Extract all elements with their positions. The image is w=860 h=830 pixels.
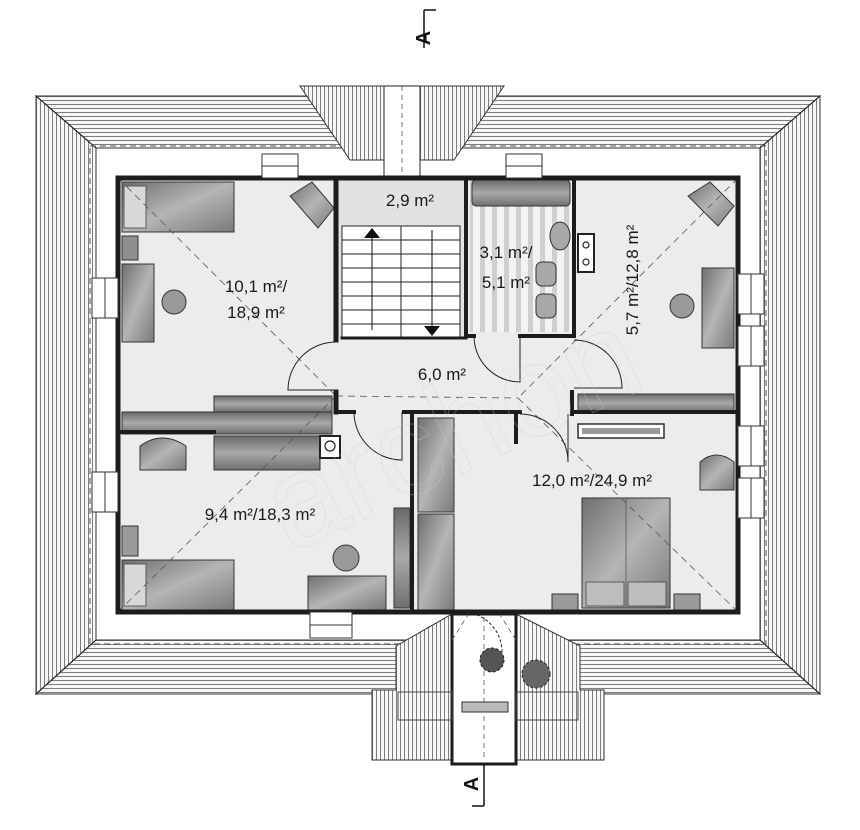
bathroom [470, 178, 595, 332]
stairs-up-arrow-icon [364, 228, 380, 238]
bathtub [471, 179, 571, 207]
chair-sw [332, 544, 360, 572]
room-area-stair-landing: 2,9 m² [386, 191, 435, 210]
walls [115, 175, 741, 615]
section-label-top: A [413, 31, 435, 45]
doors [287, 335, 623, 653]
door-bath [473, 335, 521, 383]
door-nw [287, 341, 337, 391]
roof-slope-left [35, 94, 97, 696]
armchair-sw [139, 437, 187, 471]
section-marker-top: A [413, 9, 436, 48]
desk-ne [701, 267, 735, 349]
windows [91, 153, 765, 639]
room-area-bedroom-se: 12,0 m²/24,9 m² [532, 471, 652, 490]
section-label-bottom: A [461, 777, 483, 791]
toilet [535, 261, 557, 287]
staircase [341, 225, 461, 339]
room-area-ne: 5,7 m²/12,8 m² [623, 224, 642, 335]
stove [319, 435, 341, 459]
door-ne [573, 339, 623, 389]
desk-sw [307, 575, 387, 611]
plant-icon [479, 647, 505, 673]
armchair-se [699, 454, 735, 491]
chair-nw [161, 289, 187, 315]
washbasin [549, 221, 571, 251]
section-marker-bottom: A [461, 764, 485, 807]
chair-ne [669, 293, 695, 319]
room-area-bedroom-sw: 9,4 m²/18,3 m² [205, 505, 316, 524]
plant-icon [521, 659, 551, 689]
bidet [535, 293, 557, 319]
entrance-door [461, 611, 503, 653]
room-area-bedroom-nw-total: 18,9 m² [227, 303, 285, 322]
stairs-down-arrow-icon [424, 326, 440, 336]
desk-nw [121, 263, 155, 343]
room-area-bathroom: 3,1 m²/ [480, 243, 533, 262]
hall-cabinet [417, 417, 455, 513]
furniture [121, 181, 735, 689]
room-labels: 2,9 m² 10,1 m²/ 18,9 m² 3,1 m²/ 5,1 m² 5… [205, 191, 653, 524]
boiler [577, 233, 595, 273]
nightstand [121, 235, 139, 261]
door-sw [353, 411, 403, 461]
roof-slope-right [759, 94, 821, 696]
axis-lines [117, 177, 739, 613]
room-area-bedroom-nw: 10,1 m²/ [225, 277, 288, 296]
armchair-ne [687, 181, 735, 227]
door-se [519, 413, 569, 463]
room-area-hall: 6,0 m² [418, 365, 467, 384]
roof [34, 85, 822, 766]
room-area-bathroom-total: 5,1 m² [482, 273, 531, 292]
